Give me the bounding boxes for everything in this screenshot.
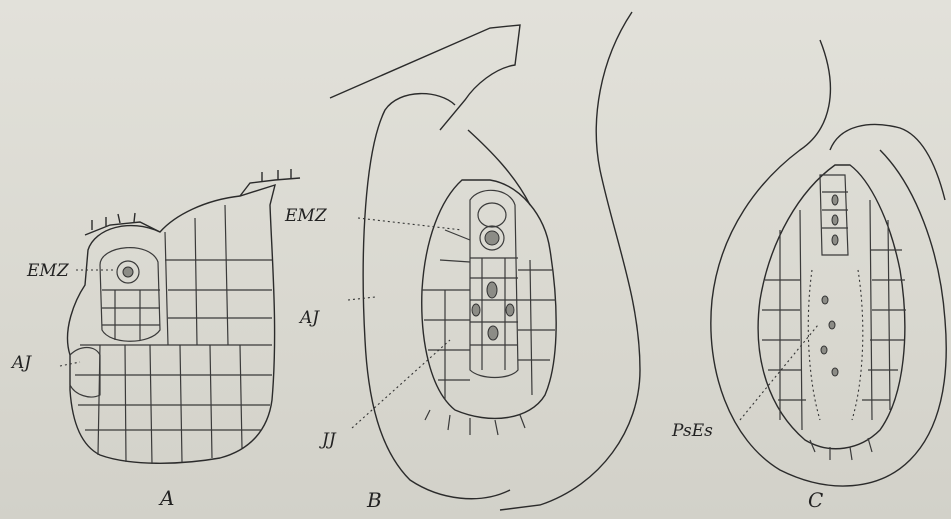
label-a-emz: EMZ xyxy=(27,263,69,280)
label-b-jj: JJ xyxy=(322,432,336,449)
panel-label-b: B xyxy=(367,490,382,510)
panel-b-drawing xyxy=(330,12,640,510)
panel-a-drawing xyxy=(60,169,300,464)
panel-label-c: C xyxy=(808,490,823,510)
label-a-aj: AJ xyxy=(12,355,31,372)
panel-c-drawing xyxy=(711,40,946,486)
label-c-pses: PsEs xyxy=(672,423,713,440)
panel-label-a: A xyxy=(160,488,174,508)
label-b-aj: AJ xyxy=(300,310,319,327)
label-b-emz: EMZ xyxy=(285,208,327,225)
